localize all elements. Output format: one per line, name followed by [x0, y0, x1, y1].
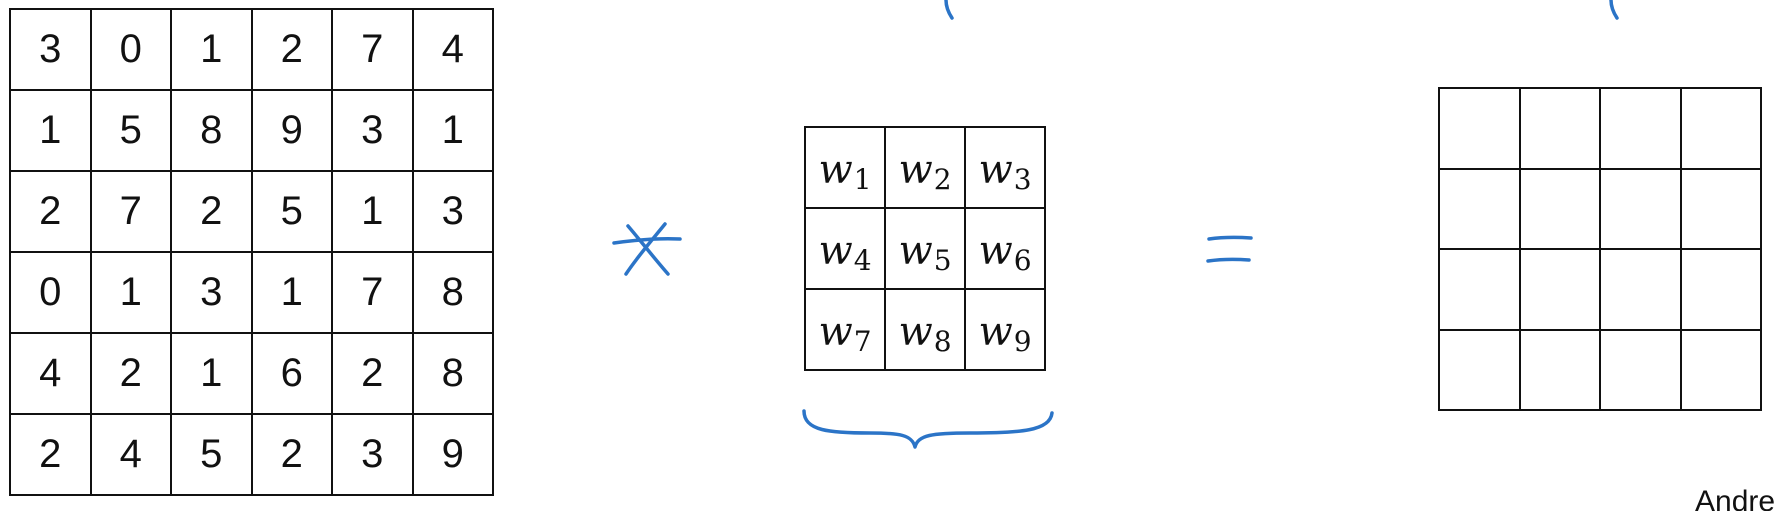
input-cell: 2: [252, 415, 333, 496]
weight-subscript: 4: [853, 244, 872, 277]
input-cell: 4: [413, 10, 494, 91]
input-cell: 7: [333, 253, 414, 334]
input-cell: 1: [413, 91, 494, 172]
input-cell: 5: [172, 415, 253, 496]
arrow-mark-top-right: [1609, 0, 1619, 20]
weight-symbol: w: [978, 146, 1013, 193]
weight-subscript: 6: [1013, 244, 1032, 277]
output-cell: [1681, 89, 1762, 170]
output-cell: [1440, 89, 1521, 170]
output-cell: [1601, 89, 1682, 170]
weight-symbol: w: [978, 308, 1013, 355]
input-cell: 1: [172, 334, 253, 415]
weight-symbol: w: [978, 227, 1013, 274]
output-cell: [1440, 169, 1521, 250]
arrow-mark-top-center: [944, 0, 954, 20]
input-cell: 1: [252, 253, 333, 334]
output-cell: [1681, 330, 1762, 411]
output-cell: [1520, 330, 1601, 411]
input-cell: 5: [252, 172, 333, 253]
input-cell: 4: [91, 415, 172, 496]
weight-subscript: 3: [1013, 163, 1032, 196]
weight-symbol: w: [818, 146, 853, 193]
input-cell: 5: [91, 91, 172, 172]
input-cell: 1: [172, 10, 253, 91]
input-cell: 8: [413, 334, 494, 415]
input-cell: 2: [11, 415, 92, 496]
input-cell: 7: [91, 172, 172, 253]
input-cell: 8: [172, 91, 253, 172]
input-cell: 8: [413, 253, 494, 334]
input-cell: 0: [91, 10, 172, 91]
output-matrix: [1438, 87, 1762, 411]
weight-subscript: 7: [853, 325, 872, 358]
input-cell: 3: [333, 415, 414, 496]
output-cell: [1601, 169, 1682, 250]
weight-subscript: 9: [1013, 325, 1032, 358]
input-cell: 0: [11, 253, 92, 334]
output-cell: [1440, 330, 1521, 411]
input-cell: 3: [333, 91, 414, 172]
input-cell: 9: [413, 415, 494, 496]
output-cell: [1681, 250, 1762, 331]
author-credit: Andre: [1695, 485, 1776, 511]
input-cell: 2: [91, 334, 172, 415]
output-cell: [1601, 330, 1682, 411]
input-cell: 2: [11, 172, 92, 253]
input-cell: 3: [413, 172, 494, 253]
weight-symbol: w: [898, 146, 933, 193]
input-cell: 1: [333, 172, 414, 253]
input-cell: 6: [252, 334, 333, 415]
convolution-operator-icon: [612, 222, 682, 276]
input-cell: 4: [11, 334, 92, 415]
weight-symbol: w: [818, 308, 853, 355]
input-cell: 3: [11, 10, 92, 91]
input-cell: 3: [172, 253, 253, 334]
weight-symbol: w: [898, 308, 933, 355]
curly-brace-annotation: [802, 409, 1054, 449]
output-cell: [1440, 250, 1521, 331]
output-cell: [1681, 169, 1762, 250]
weight-subscript: 8: [933, 325, 952, 358]
input-cell: 1: [11, 91, 92, 172]
weight-symbol: w: [818, 227, 853, 274]
equals-sign-icon: [1206, 235, 1253, 263]
output-cell: [1520, 250, 1601, 331]
output-cell: [1601, 250, 1682, 331]
weight-symbol: w: [898, 227, 933, 274]
weight-subscript: 5: [933, 244, 952, 277]
input-cell: 2: [252, 10, 333, 91]
weight-subscript: 2: [933, 163, 952, 196]
output-cell: [1520, 89, 1601, 170]
weight-subscript: 1: [853, 163, 872, 196]
input-cell: 7: [333, 10, 414, 91]
input-cell: 9: [252, 91, 333, 172]
output-cell: [1520, 169, 1601, 250]
input-cell: 2: [333, 334, 414, 415]
input-cell: 2: [172, 172, 253, 253]
input-cell: 1: [91, 253, 172, 334]
